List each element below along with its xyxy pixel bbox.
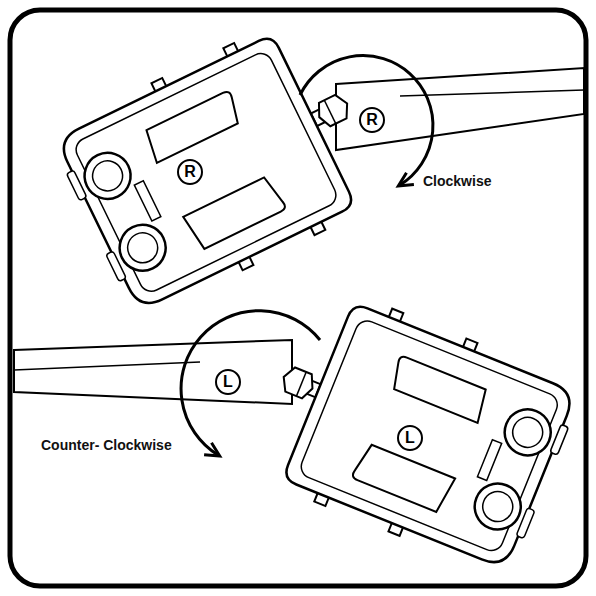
circled-letter: L <box>397 425 423 451</box>
circled-letter: L <box>215 369 241 395</box>
part-letter: R <box>184 164 196 180</box>
right-pedal <box>47 10 393 321</box>
circled-letter: R <box>359 107 385 133</box>
left-crank-arm <box>14 340 292 404</box>
part-letter: L <box>405 430 415 446</box>
right-crank-arm <box>336 68 584 150</box>
frame-border <box>10 10 586 586</box>
part-letter: L <box>223 374 233 390</box>
counter-clockwise-arrow <box>181 311 320 455</box>
left-pedal <box>245 281 585 580</box>
rotation-label: Clockwise <box>422 173 492 190</box>
rotation-label: Counter- Clockwise <box>40 437 173 454</box>
circled-letter: R <box>177 159 203 185</box>
crank-bevel <box>14 362 200 370</box>
part-letter: R <box>366 112 378 128</box>
clockwise-arrow <box>300 56 433 185</box>
